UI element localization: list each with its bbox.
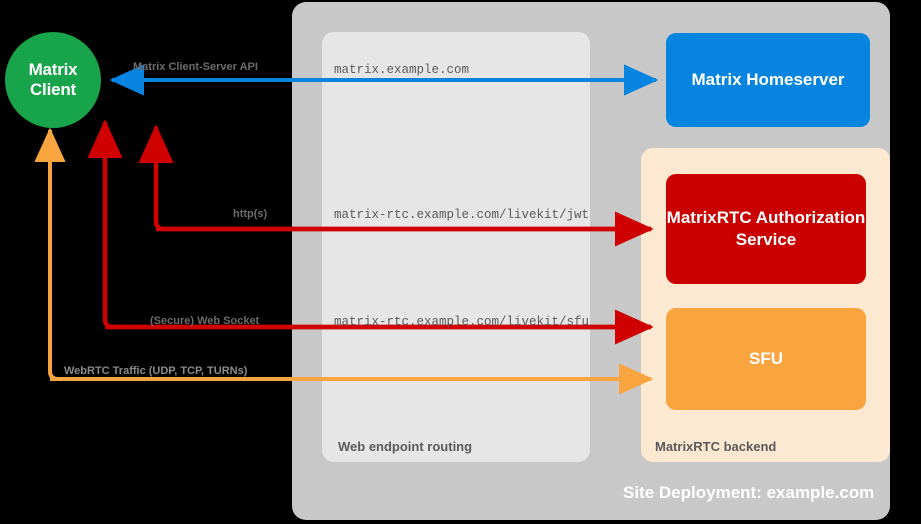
endpoint-matrix-example-com: matrix.example.com xyxy=(334,63,470,77)
edge-label-secure-web-socket: (Secure) Web Socket xyxy=(150,315,260,327)
matrixrtc-backend-caption: MatrixRTC backend xyxy=(655,439,777,454)
matrixrtc-authorization-service-label: MatrixRTC Authorization Service xyxy=(666,207,866,249)
sfu-label: SFU xyxy=(749,349,783,368)
endpoint-livekit-sfu: matrix-rtc.example.com/livekit/sfu xyxy=(334,315,590,329)
edge-webrtc-traffic xyxy=(34,127,654,395)
edge-livekit-sfu xyxy=(87,119,654,345)
web-endpoint-routing-container xyxy=(322,32,590,462)
endpoint-livekit-jwt: matrix-rtc.example.com/livekit/jwt xyxy=(334,208,590,222)
site-deployment-caption: Site Deployment: example.com xyxy=(623,483,875,502)
node-matrix-client[interactable]: Matrix Client xyxy=(5,32,101,128)
matrix-client-label-line2: Client xyxy=(29,80,77,99)
edge-label-matrix-client-server-api: Matrix Client-Server API xyxy=(133,61,258,73)
node-sfu[interactable]: SFU xyxy=(666,308,866,410)
edge-label-http-s: http(s) xyxy=(233,208,268,220)
edge-label-webrtc-traffic: WebRTC Traffic (UDP, TCP, TURNs) xyxy=(64,365,248,377)
web-endpoint-routing-caption: Web endpoint routing xyxy=(338,439,473,454)
matrix-homeserver-label: Matrix Homeserver xyxy=(691,70,845,89)
node-matrix-homeserver[interactable]: Matrix Homeserver xyxy=(666,33,870,127)
edge-livekit-jwt xyxy=(138,124,654,247)
node-matrixrtc-authorization-service[interactable]: MatrixRTC Authorization Service xyxy=(666,174,866,284)
matrix-client-label-line1: Matrix xyxy=(28,59,78,79)
